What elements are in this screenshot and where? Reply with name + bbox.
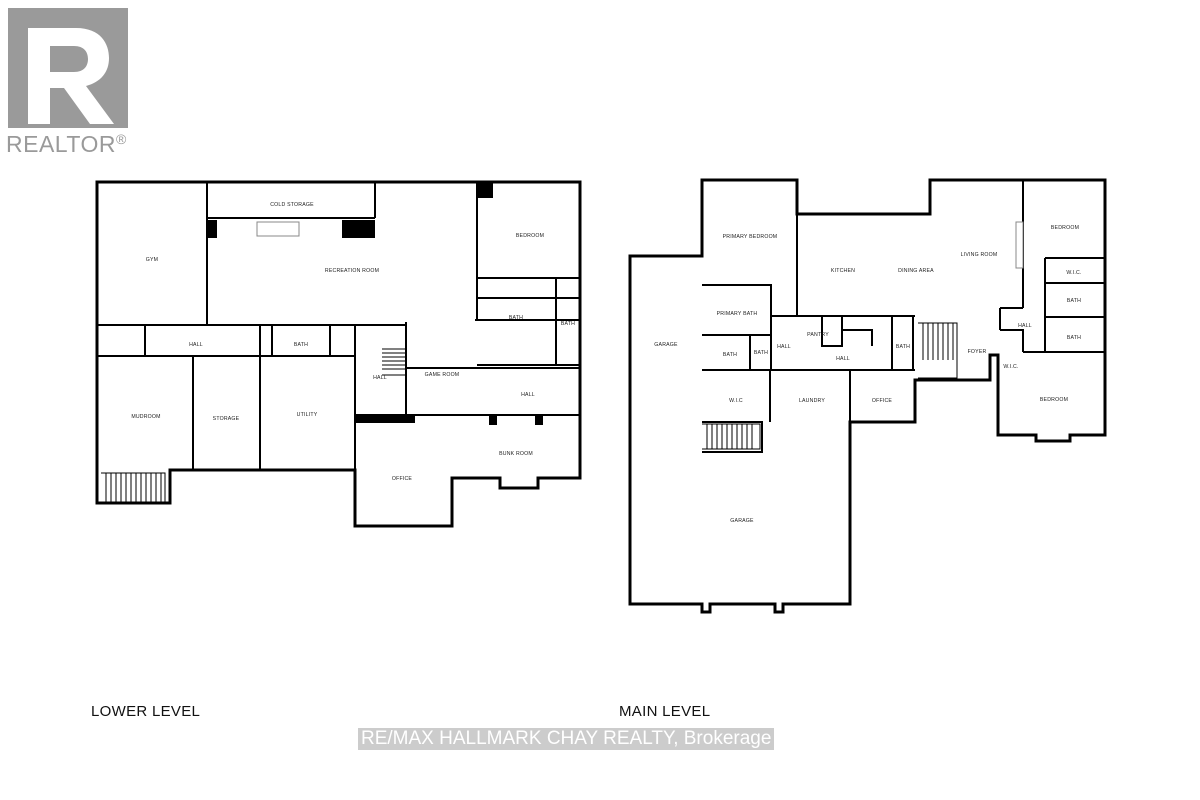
cold-storage-block-left [207,220,217,238]
label-garage-1: GARAGE [654,342,678,348]
garage-stairs [702,423,761,450]
label-utility: UTILITY [297,412,318,418]
label-cold-storage: COLD STORAGE [270,202,314,208]
label-office: OFFICE [392,476,413,482]
label-wic-1: W.I.C. [1066,270,1081,276]
label-foyer: FOYER [968,349,987,355]
label-bedroom: BEDROOM [516,233,544,239]
realtor-r-glyph [28,28,114,124]
realtor-logo [8,8,128,128]
label-storage: STORAGE [213,416,240,422]
label-bath-3: BATH [294,342,308,348]
main-level-room-labels: PRIMARY BEDROOM KITCHEN DINING AREA LIVI… [654,225,1081,524]
label-dining-area: DINING AREA [898,268,934,274]
realtor-wordmark: REALTOR® [6,131,127,158]
label-office: OFFICE [872,398,893,404]
label-hall-2: HALL [373,375,387,381]
label-garage-2: GARAGE [730,518,754,524]
label-wic-3: W.I.C [729,398,743,404]
label-hall-2: HALL [836,356,850,362]
label-mudroom: MUDROOM [131,414,160,420]
label-primary-bedroom: PRIMARY BEDROOM [723,234,778,240]
living-fireplace [1015,221,1024,269]
label-kitchen: KITCHEN [831,268,855,274]
cold-storage-block-right [342,220,375,238]
label-bath-1: BATH [509,315,523,321]
lower-level-plan [95,180,582,528]
label-bath-5: BATH [896,344,910,350]
lower-exterior-wall [95,180,582,528]
label-recreation-room: RECREATION ROOM [325,268,379,274]
label-bunk-room: BUNK ROOM [499,451,533,457]
office-wall-block [355,415,415,423]
label-wic-2: W.I.C. [1003,364,1018,370]
label-bedroom-1: BEDROOM [1051,225,1079,231]
label-hall-1: HALL [777,344,791,350]
bunk-column-1 [489,415,497,425]
label-game-room: GAME ROOM [425,372,460,378]
label-living-room: LIVING ROOM [961,252,998,258]
label-hall-3: HALL [521,392,535,398]
game-room-stairs [382,348,407,376]
label-gym: GYM [146,257,158,263]
label-bath-2: BATH [1067,335,1081,341]
bunk-column-2 [535,415,543,425]
main-level-plan [628,178,1107,614]
main-stairs [918,322,958,379]
label-bath-1: BATH [1067,298,1081,304]
lower-stairs [101,472,166,504]
lower-level-title: LOWER LEVEL [91,703,201,720]
fireplace [256,221,300,237]
registered-mark: ® [116,131,127,147]
label-hall-3: HALL [1018,323,1032,329]
realtor-text: REALTOR [6,131,117,157]
brokerage-watermark: RE/MAX HALLMARK CHAY REALTY, Brokerage [358,728,775,750]
main-exterior-wall [628,178,1107,614]
main-level-title: MAIN LEVEL [619,703,711,720]
label-bath-4: BATH [754,350,768,356]
label-bath-2: BATH [561,321,575,327]
label-bath-3: BATH [723,352,737,358]
lower-interior-walls [97,182,580,470]
label-pantry: PANTRY [807,332,829,338]
lower-level-room-labels: COLD STORAGE GYM RECREATION ROOM BEDROOM… [131,202,575,482]
label-bedroom-2: BEDROOM [1040,397,1068,403]
label-primary-bath: PRIMARY BATH [717,311,758,317]
main-interior-walls [702,180,1105,453]
label-hall-1: HALL [189,342,203,348]
label-laundry: LAUNDRY [799,398,825,404]
bedroom-column [477,182,493,198]
